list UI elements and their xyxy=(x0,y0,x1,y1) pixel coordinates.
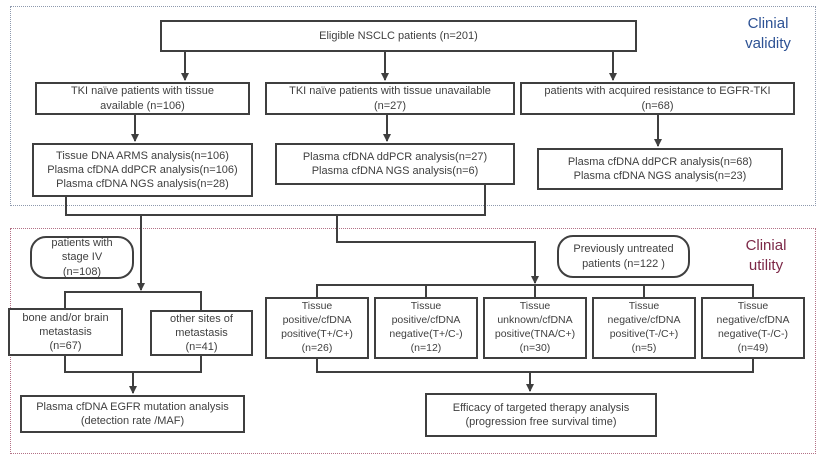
node-analysis-resistance: Plasma cfDNA ddPCR analysis(n=68) Plasma… xyxy=(537,148,783,190)
clinical-validity-label: Clinial validity xyxy=(745,15,791,53)
node-tissue-neg-cfdna-neg: Tissue negative/cfDNA negative(T-/C-) (n… xyxy=(701,297,805,359)
node-tissue-neg-cfdna-pos: Tissue negative/cfDNA positive(T-/C+) (n… xyxy=(592,297,696,359)
node-analysis-tissue-available: Tissue DNA ARMS analysis(n=106) Plasma c… xyxy=(32,143,253,197)
node-tki-naive-tissue-available: TKI naïve patients with tissue available… xyxy=(35,82,250,115)
node-bone-brain-metastasis: bone and/or brain metastasis (n=67) xyxy=(8,308,123,356)
node-egfr-mutation-analysis: Plasma cfDNA EGFR mutation analysis (det… xyxy=(20,395,245,433)
analysis-join-connectors xyxy=(65,185,539,291)
node-stage-iv-patients: patients with stage IV (n=108) xyxy=(30,236,134,279)
node-eligible-patients: Eligible NSCLC patients (n=201) xyxy=(160,20,637,52)
node-acquired-resistance: patients with acquired resistance to EGF… xyxy=(520,82,795,115)
top-level-arrows xyxy=(181,52,617,81)
clinical-utility-label: Clinial utility xyxy=(745,237,787,275)
cohort-to-analysis-arrows xyxy=(131,115,662,147)
stage-iv-branch xyxy=(64,291,202,310)
node-efficacy-analysis: Efficacy of targeted therapy analysis (p… xyxy=(425,393,657,437)
node-tissue-pos-cfdna-neg: Tissue positive/cfDNA negative(T+/C-) (n… xyxy=(374,297,478,359)
cfdna-group-collector xyxy=(316,359,754,392)
untreated-branch xyxy=(316,284,754,297)
node-analysis-tissue-unavailable: Plasma cfDNA ddPCR analysis(n=27) Plasma… xyxy=(275,143,515,185)
node-tissue-pos-cfdna-pos: Tissue positive/cfDNA positive(T+/C+) (n… xyxy=(265,297,369,359)
clinical-validity-region xyxy=(10,6,816,206)
node-previously-untreated-patients: Previously untreated patients (n=122 ) xyxy=(557,235,690,278)
node-tissue-unknown-cfdna-pos: Tissue unknown/cfDNA positive(TNA/C+) (n… xyxy=(483,297,587,359)
node-other-metastasis: other sites of metastasis (n=41) xyxy=(150,310,253,356)
metastasis-collector xyxy=(64,356,202,394)
node-tki-naive-tissue-unavailable: TKI naïve patients with tissue unavailab… xyxy=(265,82,515,115)
